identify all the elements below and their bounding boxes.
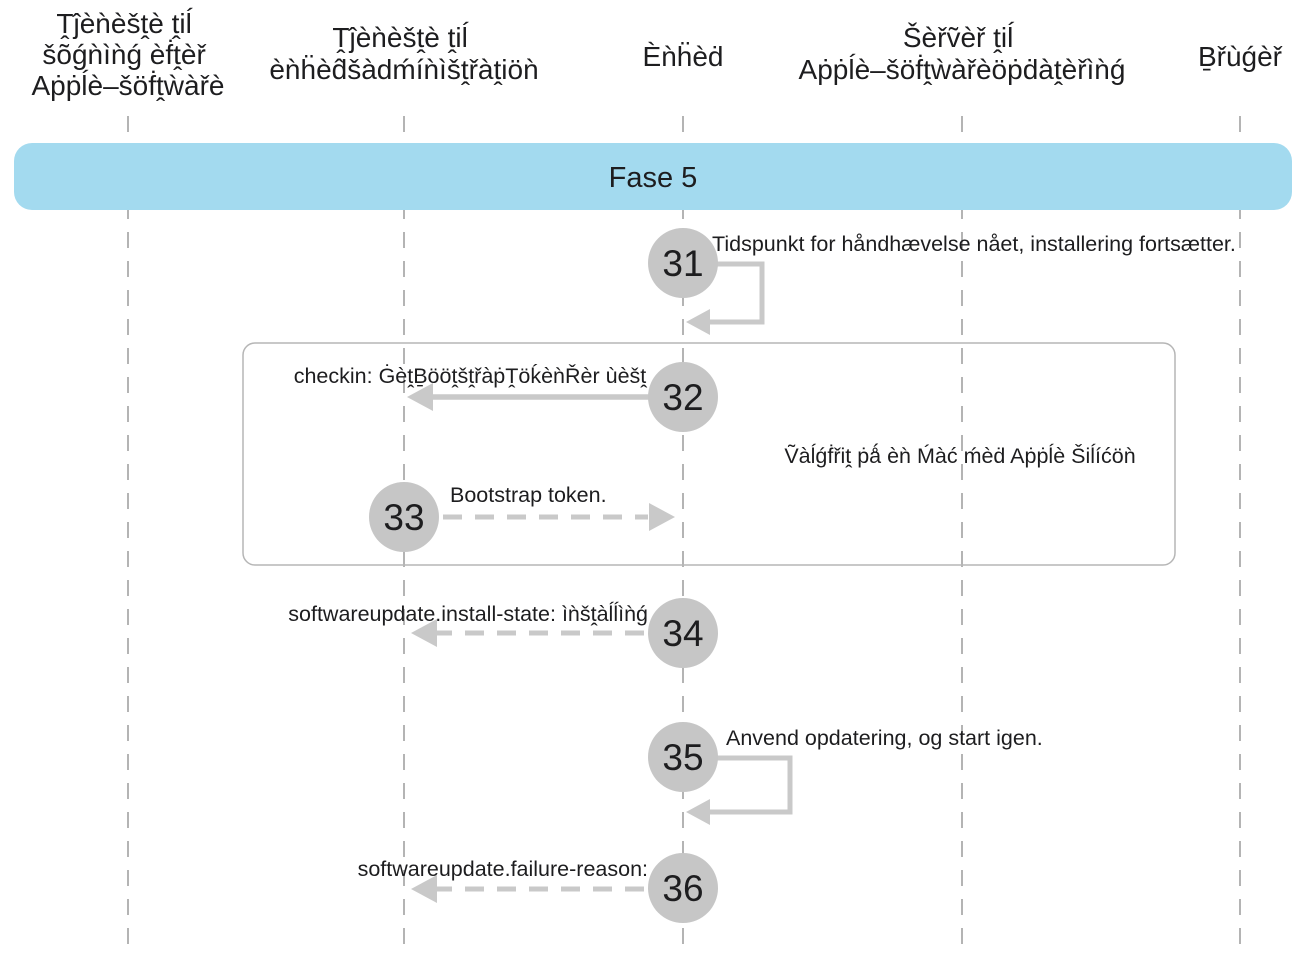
- actor-device-management-label: Ṱĵèǹèšṱè ṱiĺ èǹḧèd̂šàdḿíǹìšṱřàṱiöǹ: [269, 21, 538, 85]
- step-36: 36 softwareupdate.failure-reason:: [358, 853, 718, 923]
- step-number: 35: [662, 737, 703, 778]
- optional-box: Ṽàĺǵḟřiṱ ṗǻ èǹ Ḿàć ḿèḋ Aṗṗĺè Šiĺíćöǹ: [242, 342, 1176, 566]
- step-message: softwareupdate.install-state: ìǹšṱàĺĺìǹǵ: [288, 601, 648, 626]
- step-34: 34 softwareupdate.install-state: ìǹšṱàĺĺ…: [288, 598, 718, 668]
- actor-line: Èǹḧèḋ: [643, 41, 724, 72]
- arrowhead-left-icon: [411, 875, 437, 903]
- step-circle: [369, 482, 439, 552]
- step-number: 36: [662, 868, 703, 909]
- step-number: 33: [383, 497, 424, 538]
- step-message: checkin: ĠèṱḆööṱšṱřàṗṰöḱèǹŘèr ùèšṱ: [294, 363, 648, 388]
- step-31: 31 Tidspunkt for håndhævelse nået, insta…: [648, 228, 1236, 335]
- actor-line: Ṱĵèǹèšṱè ṱiĺ: [332, 21, 469, 53]
- step-32: 32 checkin: ĠèṱḆööṱšṱřàṗṰöḱèǹŘèr ùèšṱ: [294, 362, 718, 432]
- arrowhead-left-icon: [407, 383, 433, 411]
- actor-line: Ḇřùǵèř: [1198, 41, 1283, 72]
- actor-line: šõǵǹìǹǵ èḟṱèř: [42, 39, 206, 70]
- actor-line: Aṗṗĺè–šöḟṱẁàřèöṗḋàṱèřìǹǵ: [799, 53, 1126, 85]
- phase-banner: Fase 5: [14, 143, 1292, 210]
- actor-line: Ṱĵèǹèšṱè ṱiĺ: [56, 7, 193, 39]
- self-loop-line: [683, 261, 765, 325]
- arrowhead-left-icon: [686, 309, 710, 335]
- step-circle: [648, 362, 718, 432]
- step-35: 35 Anvend opdatering, og start igen.: [648, 722, 1043, 825]
- actor-device-label: Èǹḧèḋ: [643, 41, 724, 72]
- step-circle: [648, 722, 718, 792]
- step-message: softwareupdate.failure-reason:: [358, 857, 648, 881]
- phase-banner-label: Fase 5: [609, 162, 698, 194]
- actor-user-label: Ḇřùǵèř: [1198, 41, 1283, 72]
- step-circle: [648, 228, 718, 298]
- step-message: Anvend opdatering, og start igen.: [726, 726, 1043, 750]
- self-loop-line: [683, 755, 793, 815]
- step-circle: [648, 598, 718, 668]
- actor-update-server-label: Šèřṽèř ṱiĺ Aṗṗĺè–šöḟṱẁàřèöṗḋàṱèřìǹǵ: [799, 21, 1126, 85]
- optional-box-border: [242, 342, 1176, 566]
- step-number: 31: [662, 243, 703, 284]
- optional-box-label: Ṽàĺǵḟřiṱ ṗǻ èǹ Ḿàć ḿèḋ Aṗṗĺè Šiĺíćöǹ: [784, 442, 1135, 468]
- step-circle: [648, 853, 718, 923]
- actor-lookup-service-label: Ṱĵèǹèšṱè ṱiĺ šõǵǹìǹǵ èḟṱèř Aṗṗĺè–šöḟṱẁàř…: [31, 7, 224, 101]
- step-message: Tidspunkt for håndhævelse nået, installe…: [712, 232, 1236, 256]
- actor-headers: Ṱĵèǹèšṱè ṱiĺ šõǵǹìǹǵ èḟṱèř Aṗṗĺè–šöḟṱẁàř…: [31, 7, 1282, 101]
- actor-line: èǹḧèd̂šàdḿíǹìšṱřàṱiöǹ: [269, 54, 538, 85]
- step-message: Bootstrap token.: [450, 483, 607, 507]
- arrowhead-left-icon: [411, 619, 437, 647]
- actor-line: Aṗṗĺè–šöḟṱẁàřè: [31, 69, 224, 101]
- arrowhead-left-icon: [686, 799, 710, 825]
- step-33: 33 Bootstrap token.: [369, 482, 675, 552]
- phase-banner-background: [14, 143, 1292, 210]
- step-number: 32: [662, 377, 703, 418]
- actor-line: Šèřṽèř ṱiĺ: [903, 21, 1015, 53]
- step-number: 34: [662, 613, 703, 654]
- arrowhead-right-icon: [649, 503, 675, 531]
